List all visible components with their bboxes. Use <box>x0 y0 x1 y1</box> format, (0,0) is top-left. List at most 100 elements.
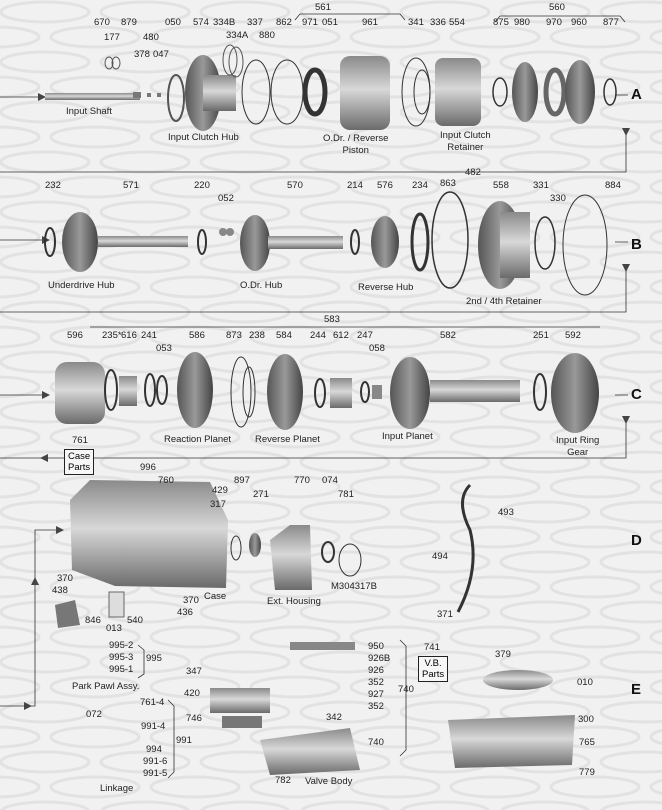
part-number-label[interactable]: 010 <box>577 677 593 688</box>
part-number-label[interactable]: 331 <box>533 180 549 191</box>
part-number-label[interactable]: 970 <box>546 17 562 28</box>
part-number-label[interactable]: 493 <box>498 507 514 518</box>
part-number-label[interactable]: 334B <box>213 17 236 28</box>
part-number-label[interactable]: 378 <box>134 49 150 60</box>
part-number-label[interactable]: 053 <box>156 343 172 354</box>
part-number-label[interactable]: 352 <box>368 701 384 712</box>
part-number-label[interactable]: 582 <box>440 330 456 341</box>
part-number-label[interactable]: 770 <box>294 475 310 486</box>
part-number-label[interactable]: 995-2 <box>109 640 134 651</box>
part-number-label[interactable]: 616 <box>121 330 137 341</box>
part-number-label[interactable]: 554 <box>449 17 465 28</box>
part-number-label[interactable]: 341 <box>408 17 424 28</box>
part-number-label[interactable]: 995 <box>146 653 162 664</box>
part-number-label[interactable]: 334A <box>226 30 249 41</box>
part-number-label[interactable]: 741 <box>424 642 440 653</box>
part-number-label[interactable]: 371 <box>437 609 453 620</box>
part-number-label[interactable]: 760 <box>158 475 174 486</box>
part-number-label[interactable]: 781 <box>338 489 354 500</box>
part-number-label[interactable]: 558 <box>493 180 509 191</box>
part-number-label[interactable]: 761-4 <box>140 697 165 708</box>
part-number-label[interactable]: 570 <box>287 180 303 191</box>
part-number-label[interactable]: 247 <box>357 330 373 341</box>
part-number-label[interactable]: 991-6 <box>143 756 168 767</box>
part-number-label[interactable]: 884 <box>605 180 621 191</box>
part-number-label[interactable]: 779 <box>579 767 595 778</box>
part-number-label[interactable]: 740 <box>398 684 414 695</box>
part-number-label[interactable]: 875 <box>493 17 509 28</box>
part-number-label[interactable]: 436 <box>177 607 193 618</box>
part-number-label[interactable]: 995-3 <box>109 652 134 663</box>
part-number-label[interactable]: 571 <box>123 180 139 191</box>
part-number-label[interactable]: 480 <box>143 32 159 43</box>
part-number-label[interactable]: 782 <box>275 775 291 786</box>
part-number-label[interactable]: 740 <box>368 737 384 748</box>
part-number-label[interactable]: 584 <box>276 330 292 341</box>
part-number-label[interactable]: 238 <box>249 330 265 341</box>
part-number-label[interactable]: 960 <box>571 17 587 28</box>
part-number-label[interactable]: 251 <box>533 330 549 341</box>
part-number-label[interactable]: 347 <box>186 666 202 677</box>
part-number-label[interactable]: 330 <box>550 193 566 204</box>
part-number-label[interactable]: 050 <box>165 17 181 28</box>
part-number-label[interactable]: 438 <box>52 585 68 596</box>
part-number-label[interactable]: 241 <box>141 330 157 341</box>
part-number-label[interactable]: 058 <box>369 343 385 354</box>
part-number-label[interactable]: 926B <box>368 653 391 664</box>
part-number-label[interactable]: 214 <box>347 180 363 191</box>
part-number-label[interactable]: M304317B <box>331 581 377 592</box>
part-number-label[interactable]: 980 <box>514 17 530 28</box>
part-number-label[interactable]: 561 <box>315 2 331 13</box>
part-number-label[interactable]: 574 <box>193 17 209 28</box>
part-number-label[interactable]: 013 <box>106 623 122 634</box>
part-number-label[interactable]: 234 <box>412 180 428 191</box>
part-number-label[interactable]: 880 <box>259 30 275 41</box>
part-number-label[interactable]: 583 <box>324 314 340 325</box>
part-number-label[interactable]: 052 <box>218 193 234 204</box>
part-number-label[interactable]: 420 <box>184 688 200 699</box>
part-number-label[interactable]: 072 <box>86 709 102 720</box>
part-number-label[interactable]: 482 <box>465 167 481 178</box>
part-number-label[interactable]: 235* <box>102 330 122 341</box>
part-number-label[interactable]: 877 <box>603 17 619 28</box>
part-number-label[interactable]: 337 <box>247 17 263 28</box>
part-number-label[interactable]: 926 <box>368 665 384 676</box>
part-number-label[interactable]: 994 <box>146 744 162 755</box>
part-number-label[interactable]: 300 <box>578 714 594 725</box>
part-number-label[interactable]: 592 <box>565 330 581 341</box>
part-number-label[interactable]: 370 <box>183 595 199 606</box>
part-number-label[interactable]: 746 <box>186 713 202 724</box>
part-number-label[interactable]: 862 <box>276 17 292 28</box>
part-number-label[interactable]: 051 <box>322 17 338 28</box>
part-number-label[interactable]: 995-1 <box>109 664 134 675</box>
part-number-label[interactable]: 612 <box>333 330 349 341</box>
part-number-label[interactable]: 991-4 <box>141 721 166 732</box>
part-number-label[interactable]: 996 <box>140 462 156 473</box>
part-number-label[interactable]: 950 <box>368 641 384 652</box>
part-number-label[interactable]: 596 <box>67 330 83 341</box>
part-number-label[interactable]: 540 <box>127 615 143 626</box>
part-number-label[interactable]: 873 <box>226 330 242 341</box>
part-number-label[interactable]: 379 <box>495 649 511 660</box>
vb-parts-link[interactable]: V.B. Parts <box>418 656 449 682</box>
part-number-label[interactable]: 074 <box>322 475 338 486</box>
part-number-label[interactable]: 971 <box>302 17 318 28</box>
part-number-label[interactable]: 991 <box>176 735 192 746</box>
part-number-label[interactable]: 342 <box>326 712 342 723</box>
part-number-label[interactable]: 560 <box>549 2 565 13</box>
part-number-label[interactable]: 576 <box>377 180 393 191</box>
case-parts-link[interactable]: Case Parts <box>64 449 95 475</box>
part-number-label[interactable]: 232 <box>45 180 61 191</box>
part-number-label[interactable]: 370 <box>57 573 73 584</box>
part-number-label[interactable]: 897 <box>234 475 250 486</box>
part-number-label[interactable]: 863 <box>440 178 456 189</box>
part-number-label[interactable]: 846 <box>85 615 101 626</box>
part-number-label[interactable]: 927 <box>368 689 384 700</box>
part-number-label[interactable]: 220 <box>194 180 210 191</box>
part-number-label[interactable]: 494 <box>432 551 448 562</box>
part-number-label[interactable]: 317 <box>210 499 226 510</box>
part-number-label[interactable]: 961 <box>362 17 378 28</box>
part-number-label[interactable]: 177 <box>104 32 120 43</box>
part-number-label[interactable]: 429 <box>212 485 228 496</box>
part-number-label[interactable]: 244 <box>310 330 326 341</box>
